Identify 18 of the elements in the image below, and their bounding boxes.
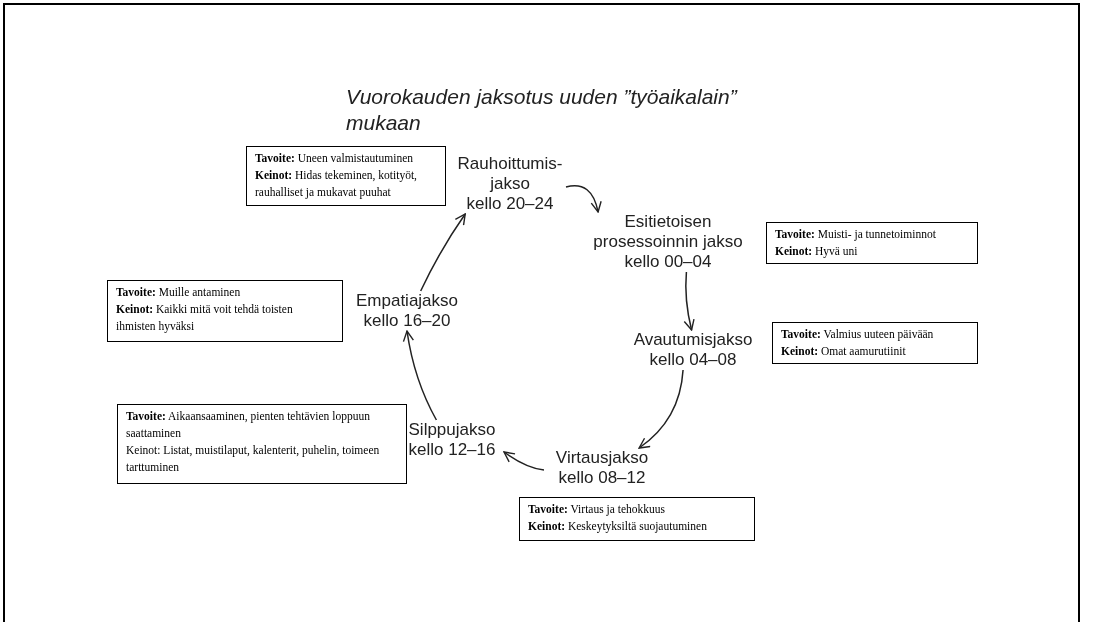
info-box: Tavoite: Muille antaminen Keinot: Kaikki mitä voit tehdä toisten ihmisten hyväksi xyxy=(107,280,343,342)
curved-arrow xyxy=(503,451,545,471)
curved-arrow xyxy=(419,213,466,292)
info-box: Tavoite: Aikaansaaminen, pienten tehtävien loppuun saattaminen Keinot: Listat, muistilaput, kalenterit, puhelin, toimeen tarttuminen xyxy=(117,404,407,484)
info-box: Tavoite: Uneen valmistautuminen Keinot: Hidas tekeminen, kotityöt, rauhalliset ja mukavat puuhat xyxy=(246,146,446,206)
curved-arrow xyxy=(683,271,695,331)
info-box: Tavoite: Muisti- ja tunnetoiminnot Keinot: Hyvä uni xyxy=(766,222,978,264)
curved-arrow xyxy=(638,369,684,449)
period-label: Avautumisjakso kello 04–08 xyxy=(622,330,764,370)
curved-arrow xyxy=(565,185,602,213)
curved-arrow xyxy=(402,330,438,421)
period-label: Esitietoisen prosessoinnin jakso kello 00–04 xyxy=(576,212,760,272)
title: Vuorokauden jaksotus uuden ”työaikalain” mukaan xyxy=(346,84,739,136)
info-box: Tavoite: Valmius uuteen päivään Keinot: Omat aamurutiinit xyxy=(772,322,978,364)
period-label: Virtausjakso kello 08–12 xyxy=(544,448,660,488)
period-label: Rauhoittumis- jakso kello 20–24 xyxy=(454,154,566,214)
period-label: Empatiajakso kello 16–20 xyxy=(350,291,464,331)
info-box: Tavoite: Virtaus ja tehokkuus Keinot: Keskeytyksiltä suojautuminen xyxy=(519,497,755,541)
